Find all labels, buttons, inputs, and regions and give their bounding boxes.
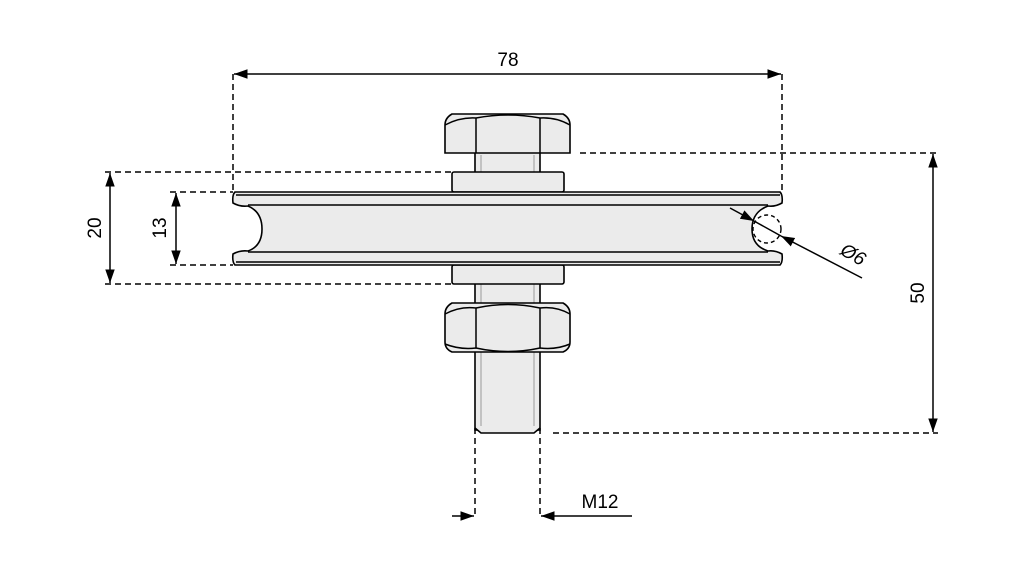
dim-label-width: 78 bbox=[497, 50, 518, 71]
bolt-head bbox=[444, 113, 571, 154]
dim-label-height: 50 bbox=[908, 282, 929, 303]
dim-label-thread: M12 bbox=[582, 492, 619, 513]
dim-line-diameter-a bbox=[729, 207, 755, 222]
pulley-wheel bbox=[231, 191, 784, 266]
dim-label-flange: 20 bbox=[85, 217, 106, 238]
upper-spacer bbox=[451, 171, 565, 193]
bolt-chamfer bbox=[474, 427, 541, 434]
lower-spacer bbox=[451, 264, 565, 285]
extension-lines bbox=[105, 74, 938, 516]
groove-circle bbox=[752, 214, 782, 244]
hex-nut bbox=[444, 302, 571, 353]
dim-line-diameter-b bbox=[780, 235, 863, 279]
dim-label-groove: 13 bbox=[150, 217, 171, 238]
